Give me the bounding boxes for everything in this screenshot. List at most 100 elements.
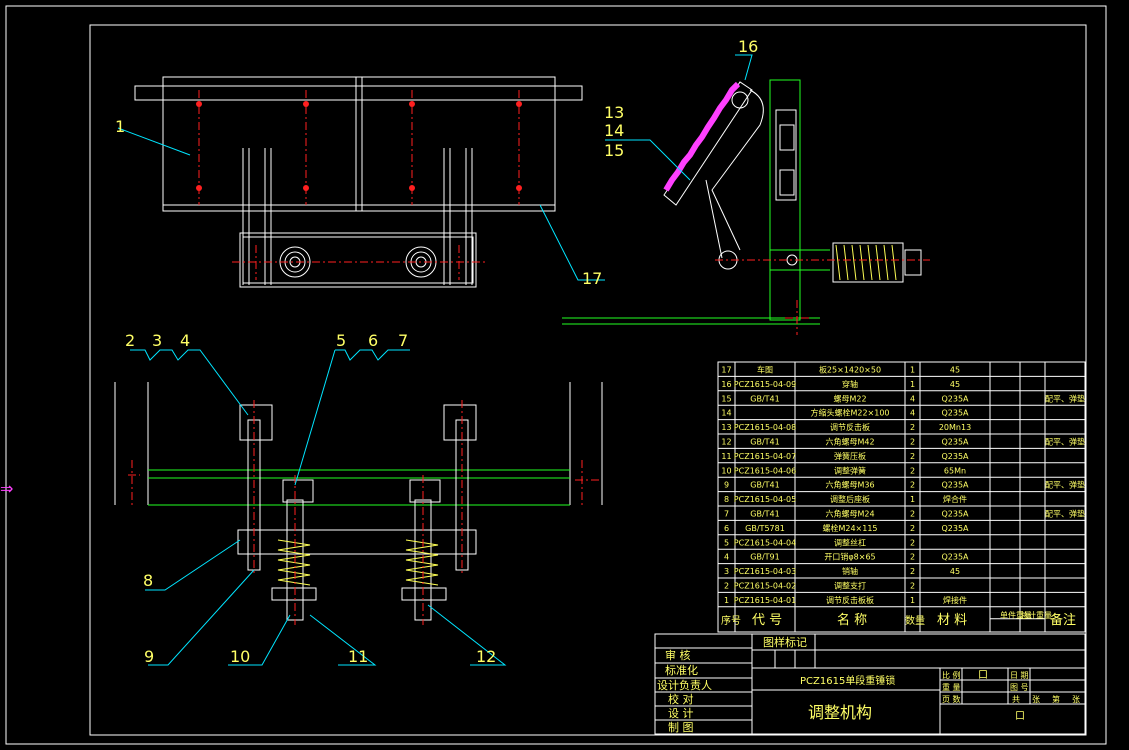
bom-header-no: 序号 [721, 614, 741, 627]
bom-cell-note: 配平、弹垫 [1045, 509, 1085, 519]
bom-cell-name: 螺母M22 [833, 393, 866, 403]
drawing-title: 调整机构 [808, 703, 872, 722]
front-view [114, 382, 603, 621]
bom-cell-qty: 1 [910, 495, 915, 504]
title-left-row-1: 审 核 [665, 648, 691, 662]
leader-label-14: 14 [604, 121, 624, 140]
bom-cell-material: Q235A [941, 409, 969, 418]
bom-cell-name: 销轴 [842, 566, 858, 576]
bom-cell-qty: 4 [910, 394, 915, 403]
bom-cell-no: 3 [724, 567, 729, 576]
bom-cell-material: Q235A [941, 510, 969, 519]
bom-cell-code: PCZ1615-04-07 [734, 452, 796, 461]
leader-label-6: 6 [368, 331, 378, 350]
bom-cell-no: 6 [724, 524, 729, 533]
bom-cell-code: PCZ1615-04-03 [734, 567, 796, 576]
bom-cell-qty: 2 [910, 538, 915, 547]
bom-cell-name: 弹簧压板 [834, 451, 866, 461]
leader-label-16: 16 [738, 37, 758, 56]
outer-frame [5, 5, 1107, 745]
title-left-row-3: 设计负责人 [657, 678, 712, 692]
bom-header-code: 代 号 [752, 613, 782, 628]
bom-cell-name: 六角螺母M42 [825, 437, 874, 447]
bom-cell-material: Q235A [941, 438, 969, 447]
bom-cell-no: 5 [724, 538, 729, 547]
bom-cell-name: 调整支打 [834, 581, 866, 591]
bom-cell-name: 调节反击板板 [826, 595, 874, 605]
bom-header: 序号 代 号 名 称 数量 材 料 单件重量 总计重量 备注 [721, 610, 1076, 628]
bom-cell-material: 焊合件 [943, 494, 967, 504]
bom-cell-code: 车图 [757, 365, 773, 375]
bom-cell-no: 4 [724, 553, 729, 562]
side-view-centerlines [715, 259, 930, 335]
bom-cell-code: PCZ1615-04-06 [734, 466, 796, 475]
bom-cell-no: 16 [721, 380, 731, 389]
bom-cell-qty: 1 [910, 380, 915, 389]
title-page-label: 张 [1032, 695, 1040, 704]
title-block-texts: 审 核 标准化 设计负责人 校 对 设 计 制 图 图样标记 PCZ1615单段… [657, 635, 1080, 734]
bom-cell-qty: 1 [910, 596, 915, 605]
bom-header-qty: 数量 [905, 614, 925, 627]
leader-label-4: 4 [180, 331, 190, 350]
leader-label-15: 15 [604, 141, 624, 160]
leader-label-11: 11 [348, 647, 368, 666]
front-view-centerlines [128, 400, 600, 625]
bom-cell-name: 螺栓M24×115 [822, 523, 877, 533]
bom-cell-code: PCZ1615-04-09 [734, 380, 796, 389]
leader-label-7: 7 [398, 331, 408, 350]
bom-cell-name: 调整弹簧 [834, 465, 866, 475]
bom-cell-qty: 2 [910, 481, 915, 490]
title-left-row-6: 制 图 [668, 721, 694, 734]
bom-cell-code: PCZ1615-04-01 [734, 596, 796, 605]
bom-cell-code: GB/T5781 [745, 524, 785, 533]
title-left-row-2: 标准化 [665, 663, 698, 677]
bom-cell-qty: 2 [910, 423, 915, 432]
top-view [134, 76, 583, 288]
bom-cell-no: 8 [724, 495, 729, 504]
bom-cell-qty: 2 [910, 553, 915, 562]
bom-cell-no: 17 [721, 366, 731, 375]
top-view-centerlines [198, 90, 520, 280]
bom-cell-qty: 2 [910, 452, 915, 461]
bom-cell-code: GB/T91 [750, 553, 779, 562]
bom-cell-material: 45 [950, 380, 960, 389]
bom-cell-code: GB/T41 [750, 481, 779, 490]
bom-cell-name: 方缩头螺栓M22×100 [810, 408, 889, 418]
title-block [654, 633, 1086, 735]
bom-cell-name: 穿轴 [842, 379, 858, 389]
bom-cell-name: 调整后座板 [830, 494, 870, 504]
side-view [562, 79, 922, 325]
bom-cell-material: 焊接件 [943, 595, 967, 605]
bom-cell-note: 配平、弹垫 [1045, 437, 1085, 447]
bom-cell-no: 1 [724, 596, 729, 605]
leader-label-13: 13 [604, 103, 624, 122]
title-ratio-label: 比 例 [942, 670, 961, 680]
bom-cell-qty: 1 [910, 366, 915, 375]
title-left-row-4: 校 对 [668, 692, 694, 706]
title-sheet-label: 第 [1052, 694, 1060, 704]
bom-cell-name: 调节反击板 [830, 422, 870, 432]
bom-cell-no: 11 [721, 452, 731, 461]
bom-cell-name: 调整丝杠 [834, 537, 866, 547]
leader-label-10: 10 [230, 647, 250, 666]
title-ratio-value: 口 [978, 670, 988, 681]
title-scale-label: 页 数 [942, 694, 961, 704]
bom-cell-material: 65Mn [944, 466, 966, 475]
leader-label-group: 1 2 3 4 5 6 7 8 9 10 11 12 13 14 15 16 1… [115, 37, 758, 666]
bom-cell-material: 20Mn13 [939, 423, 971, 432]
bom-cell-qty: 2 [910, 466, 915, 475]
bom-cell-no: 12 [721, 438, 731, 447]
bom-header-note: 备注 [1050, 612, 1076, 628]
bom-cell-material: Q235A [941, 553, 969, 562]
bom-cell-material: Q235A [941, 394, 969, 403]
bom-cell-no: 10 [721, 466, 731, 475]
bom-cell-qty: 2 [910, 438, 915, 447]
bom-cell-code: PCZ1615-04-08 [734, 423, 796, 432]
title-mark-header: 图样标记 [763, 635, 807, 649]
bom-cell-name: 六角螺母M24 [825, 509, 874, 519]
bom-header-unit-weight: 单件重量 [1000, 610, 1032, 620]
bom-cell-code: GB/T41 [750, 438, 779, 447]
bom-cell-no: 2 [724, 582, 729, 591]
leader-label-2: 2 [125, 331, 135, 350]
